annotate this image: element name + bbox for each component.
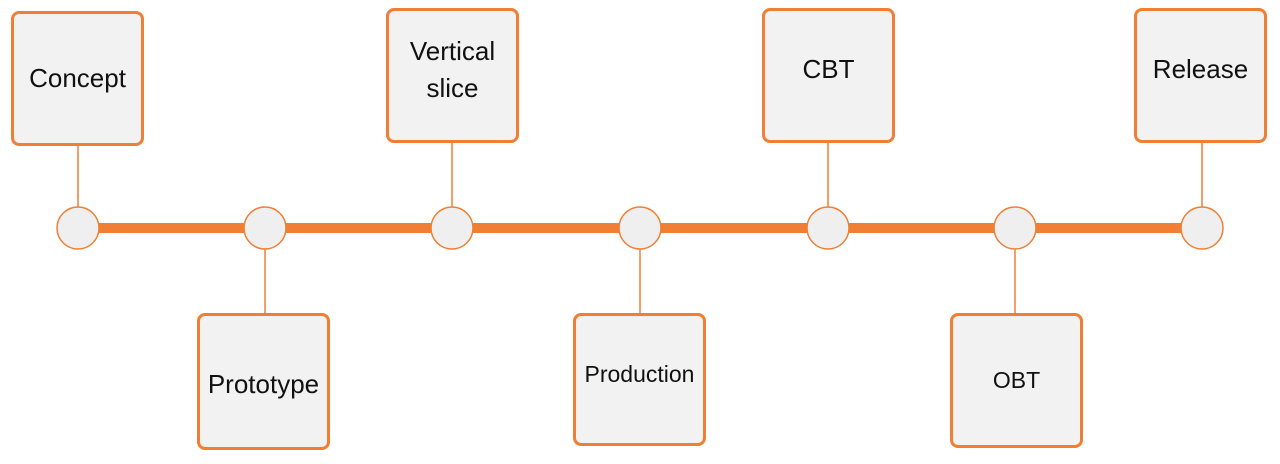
milestone-obt: OBT <box>950 313 1083 448</box>
milestone-concept: Concept <box>11 11 144 146</box>
node-production <box>618 206 662 250</box>
milestone-release: Release <box>1134 8 1267 143</box>
milestone-cbt: CBT <box>762 8 895 143</box>
node-vertical-slice <box>430 206 474 250</box>
milestone-prototype: Prototype <box>197 313 330 450</box>
node-obt <box>993 206 1037 250</box>
node-release <box>1180 206 1224 250</box>
node-cbt <box>806 206 850 250</box>
milestone-production: Production <box>573 313 706 446</box>
node-prototype <box>243 206 287 250</box>
milestone-vertical-slice: Vertical slice <box>386 8 519 143</box>
node-concept <box>56 206 100 250</box>
